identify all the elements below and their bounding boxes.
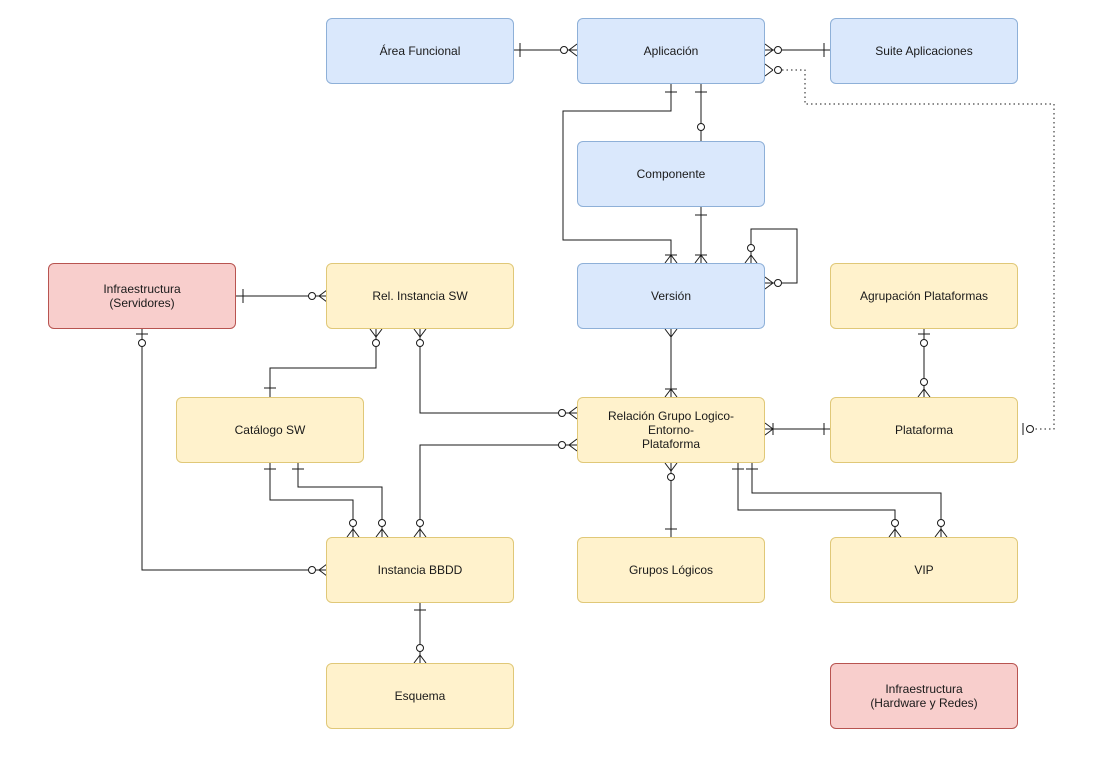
edge-aplicacion-componente bbox=[695, 84, 707, 141]
entity-version[interactable]: Versión bbox=[577, 263, 765, 329]
entity-esquema[interactable]: Esquema bbox=[326, 663, 514, 729]
edge-version-self bbox=[744, 228, 798, 290]
edge-version-relacion bbox=[664, 328, 678, 398]
edge-agrupacion-plataforma bbox=[917, 329, 931, 398]
edge-aplicacion-plataforma-dotted bbox=[764, 63, 1055, 435]
entity-relacion-grupo[interactable]: Relación Grupo Logico-Entorno- Plataform… bbox=[577, 397, 765, 463]
entity-vip[interactable]: VIP bbox=[830, 537, 1018, 603]
entity-instancia-bbdd[interactable]: Instancia BBDD bbox=[326, 537, 514, 603]
entity-area-funcional[interactable]: Área Funcional bbox=[326, 18, 514, 84]
entity-infra-hardware[interactable]: Infraestructura (Hardware y Redes) bbox=[830, 663, 1018, 729]
edge-area-aplicacion bbox=[514, 43, 578, 57]
entity-componente[interactable]: Componente bbox=[577, 141, 765, 207]
edge-relacion-grupos bbox=[664, 462, 678, 537]
entity-rel-instancia-sw[interactable]: Rel. Instancia SW bbox=[326, 263, 514, 329]
edge-instancia-esquema bbox=[413, 603, 427, 664]
edge-aplicacion-version bbox=[562, 84, 678, 264]
edge-aplicacion-suite bbox=[764, 43, 830, 57]
edge-relinstancia-catalogo bbox=[264, 328, 383, 397]
entity-grupos-logicos[interactable]: Grupos Lógicos bbox=[577, 537, 765, 603]
edge-catalogo-instancia bbox=[264, 463, 389, 538]
entity-plataforma[interactable]: Plataforma bbox=[830, 397, 1018, 463]
entity-agrupacion-plataformas[interactable]: Agrupación Plataformas bbox=[830, 263, 1018, 329]
edge-infra-relinstancia bbox=[236, 289, 328, 303]
edge-relinstancia-relacion bbox=[413, 328, 578, 420]
entity-suite-aplicaciones[interactable]: Suite Aplicaciones bbox=[830, 18, 1018, 84]
entity-aplicacion[interactable]: Aplicación bbox=[577, 18, 765, 84]
edge-componente-version bbox=[694, 207, 708, 264]
entity-infra-servidores[interactable]: Infraestructura (Servidores) bbox=[48, 263, 236, 329]
edge-infra-instancia bbox=[136, 329, 328, 577]
edge-relacion-vip bbox=[732, 463, 948, 538]
edge-relacion-plataforma bbox=[764, 422, 830, 436]
edge-relacion-instancia bbox=[413, 438, 578, 538]
entity-catalogo-sw[interactable]: Catálogo SW bbox=[176, 397, 364, 463]
